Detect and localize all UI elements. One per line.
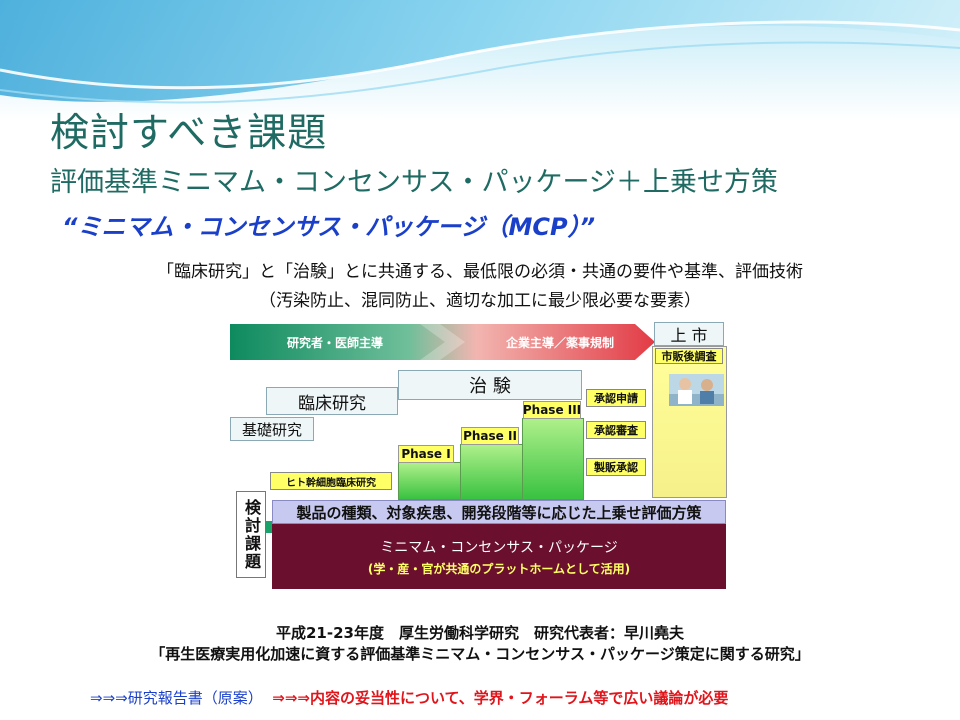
arrow-right-label: 企業主導／薬事規制	[505, 335, 614, 350]
footer-research-info: 平成21-23年度 厚生労働科学研究 研究代表者：早川堯夫	[276, 624, 684, 642]
manufacturing-approval-tag: 製販承認	[586, 458, 646, 476]
phase3-bar	[522, 418, 584, 500]
phase2-bar	[460, 444, 524, 500]
topup-evaluation-bar: 製品の種類、対象疾患、開発段階等に応じた上乗せ評価方策	[272, 500, 726, 524]
page-subtitle: 評価基準ミニマム・コンセンサス・パッケージ＋上乗せ方策	[50, 167, 778, 198]
description-line-1: 「臨床研究」と「治験」とに共通する、最低限の必須・共通の要件や基準、評価技術	[157, 262, 803, 282]
phase1-bar	[398, 462, 462, 500]
issues-label-box: 検討課題	[236, 491, 266, 578]
phase1-label: Phase I	[398, 445, 454, 463]
mcp-block-subtitle: (学・産・官が共通のプラットホームとして活用)	[367, 561, 631, 576]
clinical-research-label: 臨床研究	[266, 387, 398, 415]
header-wave	[0, 0, 960, 120]
footer-research-title: 「再生医療実用化加速に資する評価基準ミニマム・コンセンサス・パッケージ策定に関す…	[150, 645, 810, 663]
mcp-heading: “ミニマム・コンセンサス・パッケージ（MCP）”	[62, 213, 596, 241]
arrow-left-label: 研究者・医師主導	[286, 335, 383, 350]
stem-cell-research-tag: ヒト幹細胞臨床研究	[270, 472, 392, 490]
basic-research-label: 基礎研究	[230, 417, 314, 441]
issues-label: 検討課題	[242, 498, 261, 571]
clinical-trial-label: 治 験	[398, 370, 582, 400]
market-label: 上 市	[654, 322, 724, 346]
post-market-label: 市販後調査	[655, 348, 723, 364]
approval-review-tag: 承認審査	[586, 421, 646, 439]
mcp-base-block	[272, 524, 726, 589]
post-market-column	[652, 346, 727, 498]
footer-note-discussion: ⇒⇒⇒内容の妥当性について、学界・フォーラム等で広い議論が必要	[272, 689, 729, 707]
approval-application-tag: 承認申請	[586, 389, 646, 407]
footer-note: ⇒⇒⇒研究報告書（原案） ⇒⇒⇒内容の妥当性について、学界・フォーラム等で広い議…	[90, 687, 728, 708]
page-title: 検討すべき課題	[50, 111, 328, 156]
description-line-2: （汚染防止、混同防止、適切な加工に最少限必要な要素）	[259, 291, 701, 311]
footer-note-report: ⇒⇒⇒研究報告書（原案）	[90, 689, 263, 707]
phase2-label: Phase II	[461, 427, 519, 445]
phase-arrow	[230, 324, 655, 360]
phase3-label: Phase III	[522, 401, 582, 419]
mcp-block-title: ミニマム・コンセンサス・パッケージ	[380, 540, 618, 556]
doctor-patient-photo	[669, 374, 724, 406]
